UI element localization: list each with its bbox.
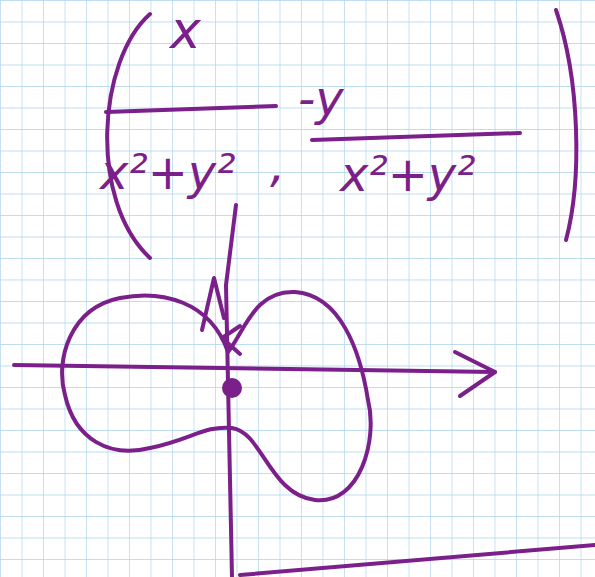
axis-arrowhead [455,352,495,396]
origin-dot [222,378,242,398]
x-axis [14,365,495,372]
denominator-text: x²+y² [100,148,236,196]
denominator-text: x²+y² [340,150,476,198]
numerator-text: x [170,4,201,56]
closed-curve [62,292,371,500]
comma-text: , [270,140,285,188]
right-parenthesis [556,10,576,240]
baseline [240,545,595,575]
orientation-arrow [222,326,240,354]
fraction-bar [106,106,276,112]
left-parenthesis [107,14,150,258]
numerator-text: -y [298,74,344,122]
fraction-bar [312,133,520,140]
